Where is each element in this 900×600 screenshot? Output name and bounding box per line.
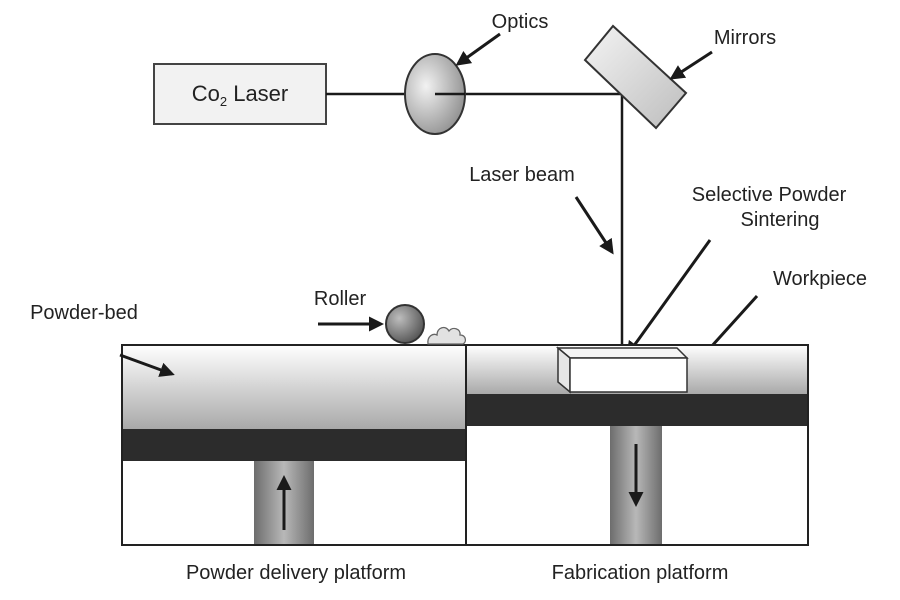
powder-pile-shape: [427, 326, 467, 345]
optics-lens: [404, 53, 466, 135]
selective-sintering-label-line1: Selective Powder: [692, 184, 847, 206]
workpiece-front: [569, 357, 688, 393]
mirrors-label: Mirrors: [714, 27, 776, 49]
workpiece-label: Workpiece: [773, 268, 867, 290]
laser-label-main: Co: [192, 81, 220, 106]
powder-bed-arrow: [119, 353, 175, 377]
mirrors-arrow: [669, 50, 713, 80]
selective-sintering-arrow: [626, 239, 712, 357]
fabrication-platform-plate: [466, 394, 808, 426]
delivery-platform-plate: [122, 429, 466, 461]
fabrication-chamber-outline: [465, 344, 809, 546]
laser-label-rest: Laser: [227, 81, 288, 106]
mirror-shape: [583, 24, 688, 130]
laser-label: Co2 Laser: [192, 81, 289, 109]
laser-box: [153, 63, 327, 125]
powder-bed-label: Powder-bed: [30, 302, 138, 324]
powder-pile: [427, 326, 467, 345]
fabrication-platform-label: Fabrication platform: [552, 562, 729, 584]
laser-beam-arrow: [574, 196, 614, 255]
powder-delivery-chamber: [121, 344, 467, 546]
mirror: [583, 24, 688, 130]
laser-label-sub: 2: [220, 94, 227, 109]
laser-beam-label: Laser beam: [469, 164, 575, 186]
roller: [385, 304, 425, 344]
workpiece: [555, 346, 689, 394]
co2-laser: Co2 Laser: [153, 63, 327, 125]
roller-label: Roller: [314, 288, 367, 310]
optics-arrow: [455, 32, 501, 66]
optics-label: Optics: [492, 11, 549, 33]
powder-bed-left: [122, 345, 466, 429]
workpiece-top: [555, 347, 689, 359]
selective-sintering-label-line2: Sintering: [741, 209, 820, 231]
powder-delivery-platform-label: Powder delivery platform: [186, 562, 406, 584]
roller-circle: [385, 304, 425, 344]
